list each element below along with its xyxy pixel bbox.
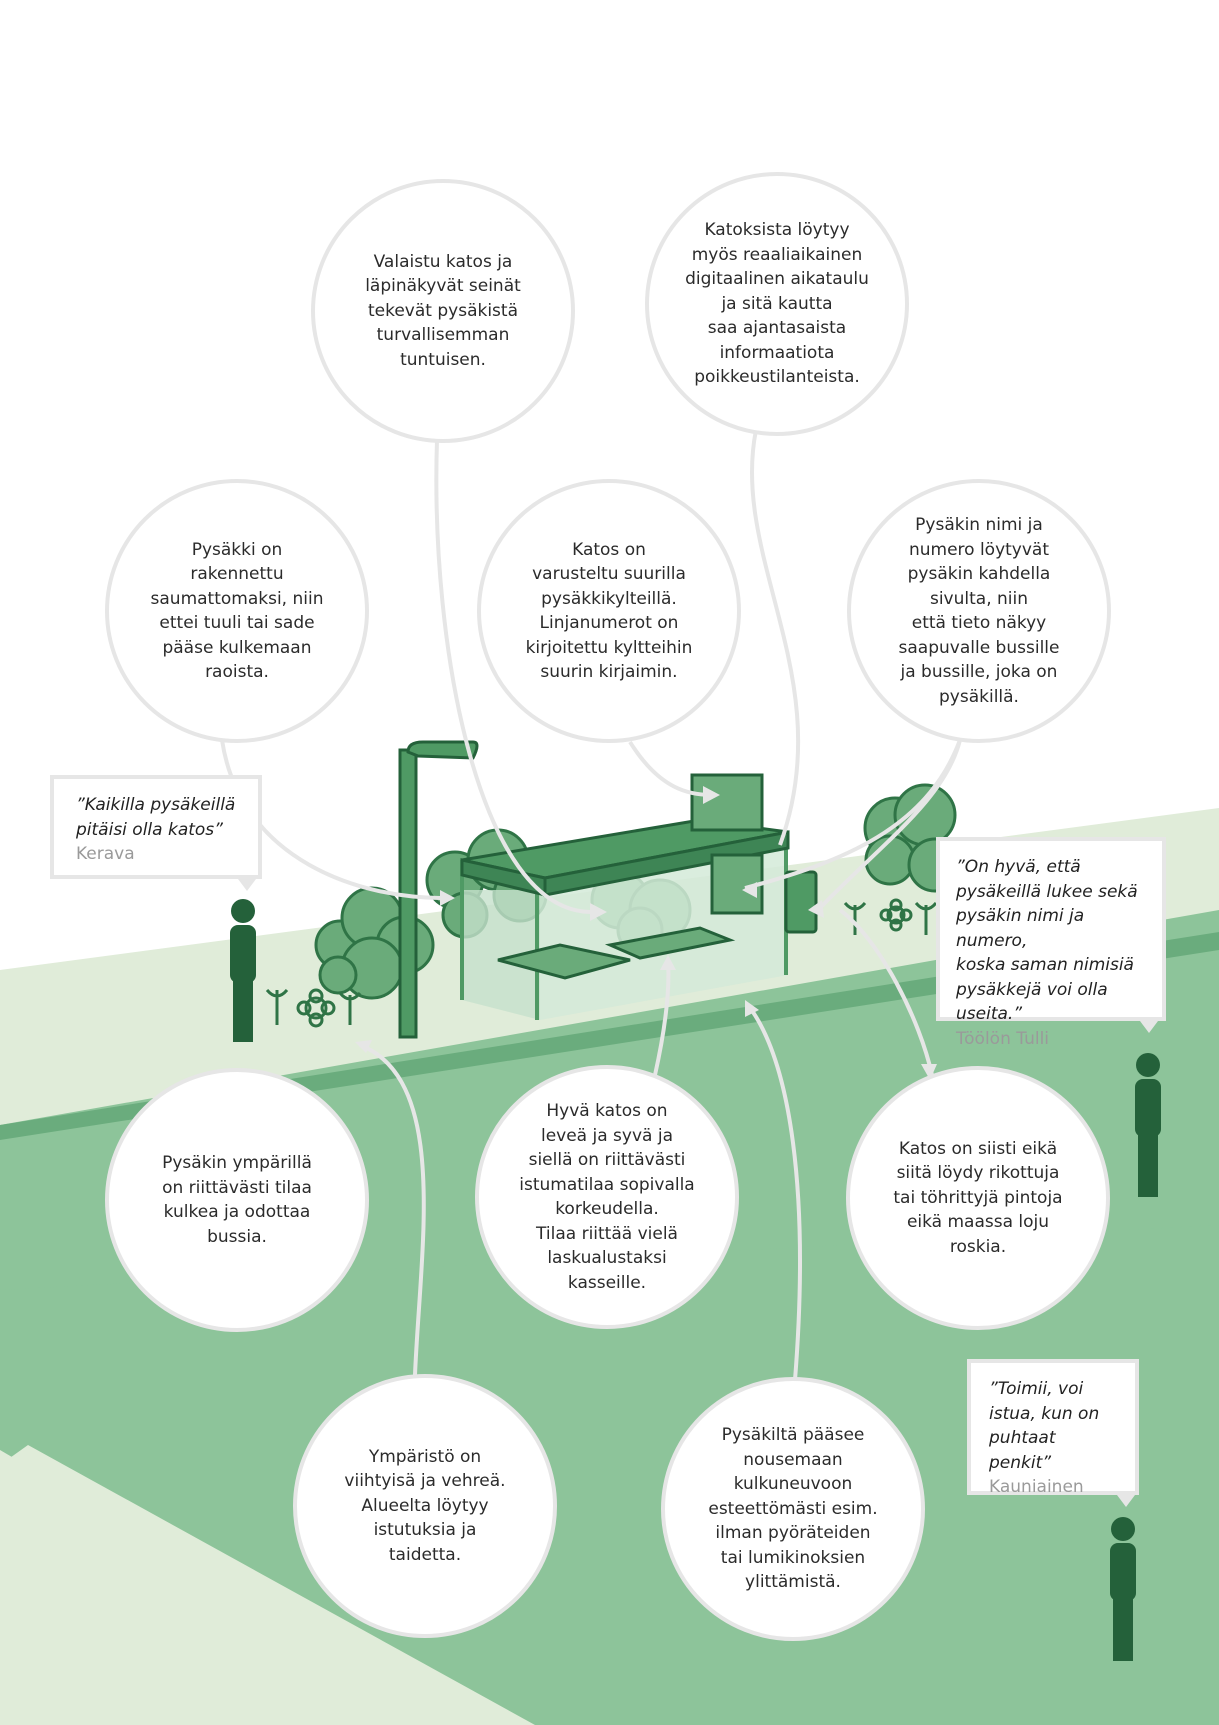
quote-kauniainen: ”Toimii, voi istua, kun on puhtaat penki… <box>967 1359 1139 1507</box>
quote-kauniainen-text: ”Toimii, voi istua, kun on puhtaat penki… <box>989 1379 1100 1473</box>
bubble-good-shelter-text: Hyvä katos on leveä ja syvä ja siellä on… <box>519 1101 695 1293</box>
bubble-good-shelter: Hyvä katos on leveä ja syvä ja siellä on… <box>475 1065 739 1329</box>
stop-sign-top <box>690 773 764 832</box>
quote-toolon-tulli-tail <box>1140 1021 1158 1033</box>
connector-clean <box>838 908 934 1076</box>
connector-arrows <box>355 786 937 1080</box>
bubble-name-number: Pysäkin nimi ja numero löytyvät pysäkin … <box>847 479 1111 743</box>
bubble-accessible-text: Pysäkiltä pääsee nousemaan kulkuneuvoon … <box>708 1425 878 1593</box>
connector-lines <box>220 429 962 1381</box>
flowers-left <box>265 988 362 1028</box>
bench-left <box>497 943 631 980</box>
bubble-lighting: Valaistu katos ja läpinäkyvät seinät tek… <box>311 179 575 443</box>
bubble-seamless-text: Pysäkki on rakennettu saumattomaksi, nii… <box>150 539 324 683</box>
person-left <box>230 899 256 1042</box>
bus-shelter <box>460 773 818 1020</box>
shelter-glass-left <box>462 890 540 1020</box>
bench-right <box>604 926 736 960</box>
connector-accessible <box>746 1003 802 1381</box>
bubble-name-number-text: Pysäkin nimi ja numero löytyvät pysäkin … <box>898 515 1060 707</box>
quote-kerava-tail <box>238 879 256 891</box>
bubble-signs: Katos on varusteltu suurilla pysäkkikylt… <box>477 479 741 743</box>
bubble-seamless: Pysäkki on rakennettu saumattomaksi, nii… <box>105 479 369 743</box>
quote-kauniainen-source: Kauniainen <box>989 1477 1084 1497</box>
bubble-digital-timetable-text: Katoksista löytyy myös reaaliaikainen di… <box>685 220 869 388</box>
quote-kauniainen-tail <box>1117 1495 1135 1507</box>
connector-lighting <box>434 439 591 914</box>
lamp-post <box>398 740 479 1039</box>
connector-name-right <box>816 739 962 912</box>
bubble-environment: Ympäristö on viihtyisä ja vehreä. Alueel… <box>293 1374 557 1638</box>
bubble-clean: Katos on siisti eikä siitä löydy rikottu… <box>846 1066 1110 1330</box>
bubble-space-around: Pysäkin ympärillä on riittävästi tilaa k… <box>105 1068 369 1332</box>
quote-kerava-text: ”Kaikilla pysäkeillä pitäisi olla katos” <box>76 795 236 840</box>
shelter-roof-front <box>543 830 790 897</box>
flowers-right <box>843 898 938 935</box>
sidewalk-front-light <box>0 1445 535 1725</box>
quote-kerava-source: Kerava <box>76 844 135 864</box>
bubble-environment-text: Ympäristö on viihtyisä ja vehreä. Alueel… <box>344 1446 506 1565</box>
quote-toolon-tulli-text: ”On hyvä, että pysäkeillä lukee sekä pys… <box>956 857 1138 1024</box>
trash-bin <box>784 870 818 934</box>
bubble-signs-text: Katos on varusteltu suurilla pysäkkikylt… <box>525 539 693 683</box>
person-bottom-right <box>1110 1517 1136 1661</box>
quote-toolon-tulli-source: Töölön Tulli <box>956 1028 1050 1049</box>
bubble-space-around-text: Pysäkin ympärillä on riittävästi tilaa k… <box>162 1153 312 1247</box>
quote-toolon-tulli: ”On hyvä, että pysäkeillä lukee sekä pys… <box>936 837 1166 1049</box>
connector-digital <box>750 429 801 846</box>
bubble-clean-text: Katos on siisti eikä siitä löydy rikottu… <box>893 1138 1063 1257</box>
connector-environment <box>359 1043 426 1376</box>
quote-kerava: ”Kaikilla pysäkeillä pitäisi olla katos”… <box>50 775 262 891</box>
bubble-accessible: Pysäkiltä pääsee nousemaan kulkuneuvoon … <box>661 1377 925 1641</box>
person-right <box>1135 1053 1161 1197</box>
bubble-lighting-text: Valaistu katos ja läpinäkyvät seinät tek… <box>365 251 521 370</box>
bubble-digital-timetable: Katoksista löytyy myös reaaliaikainen di… <box>645 172 909 436</box>
